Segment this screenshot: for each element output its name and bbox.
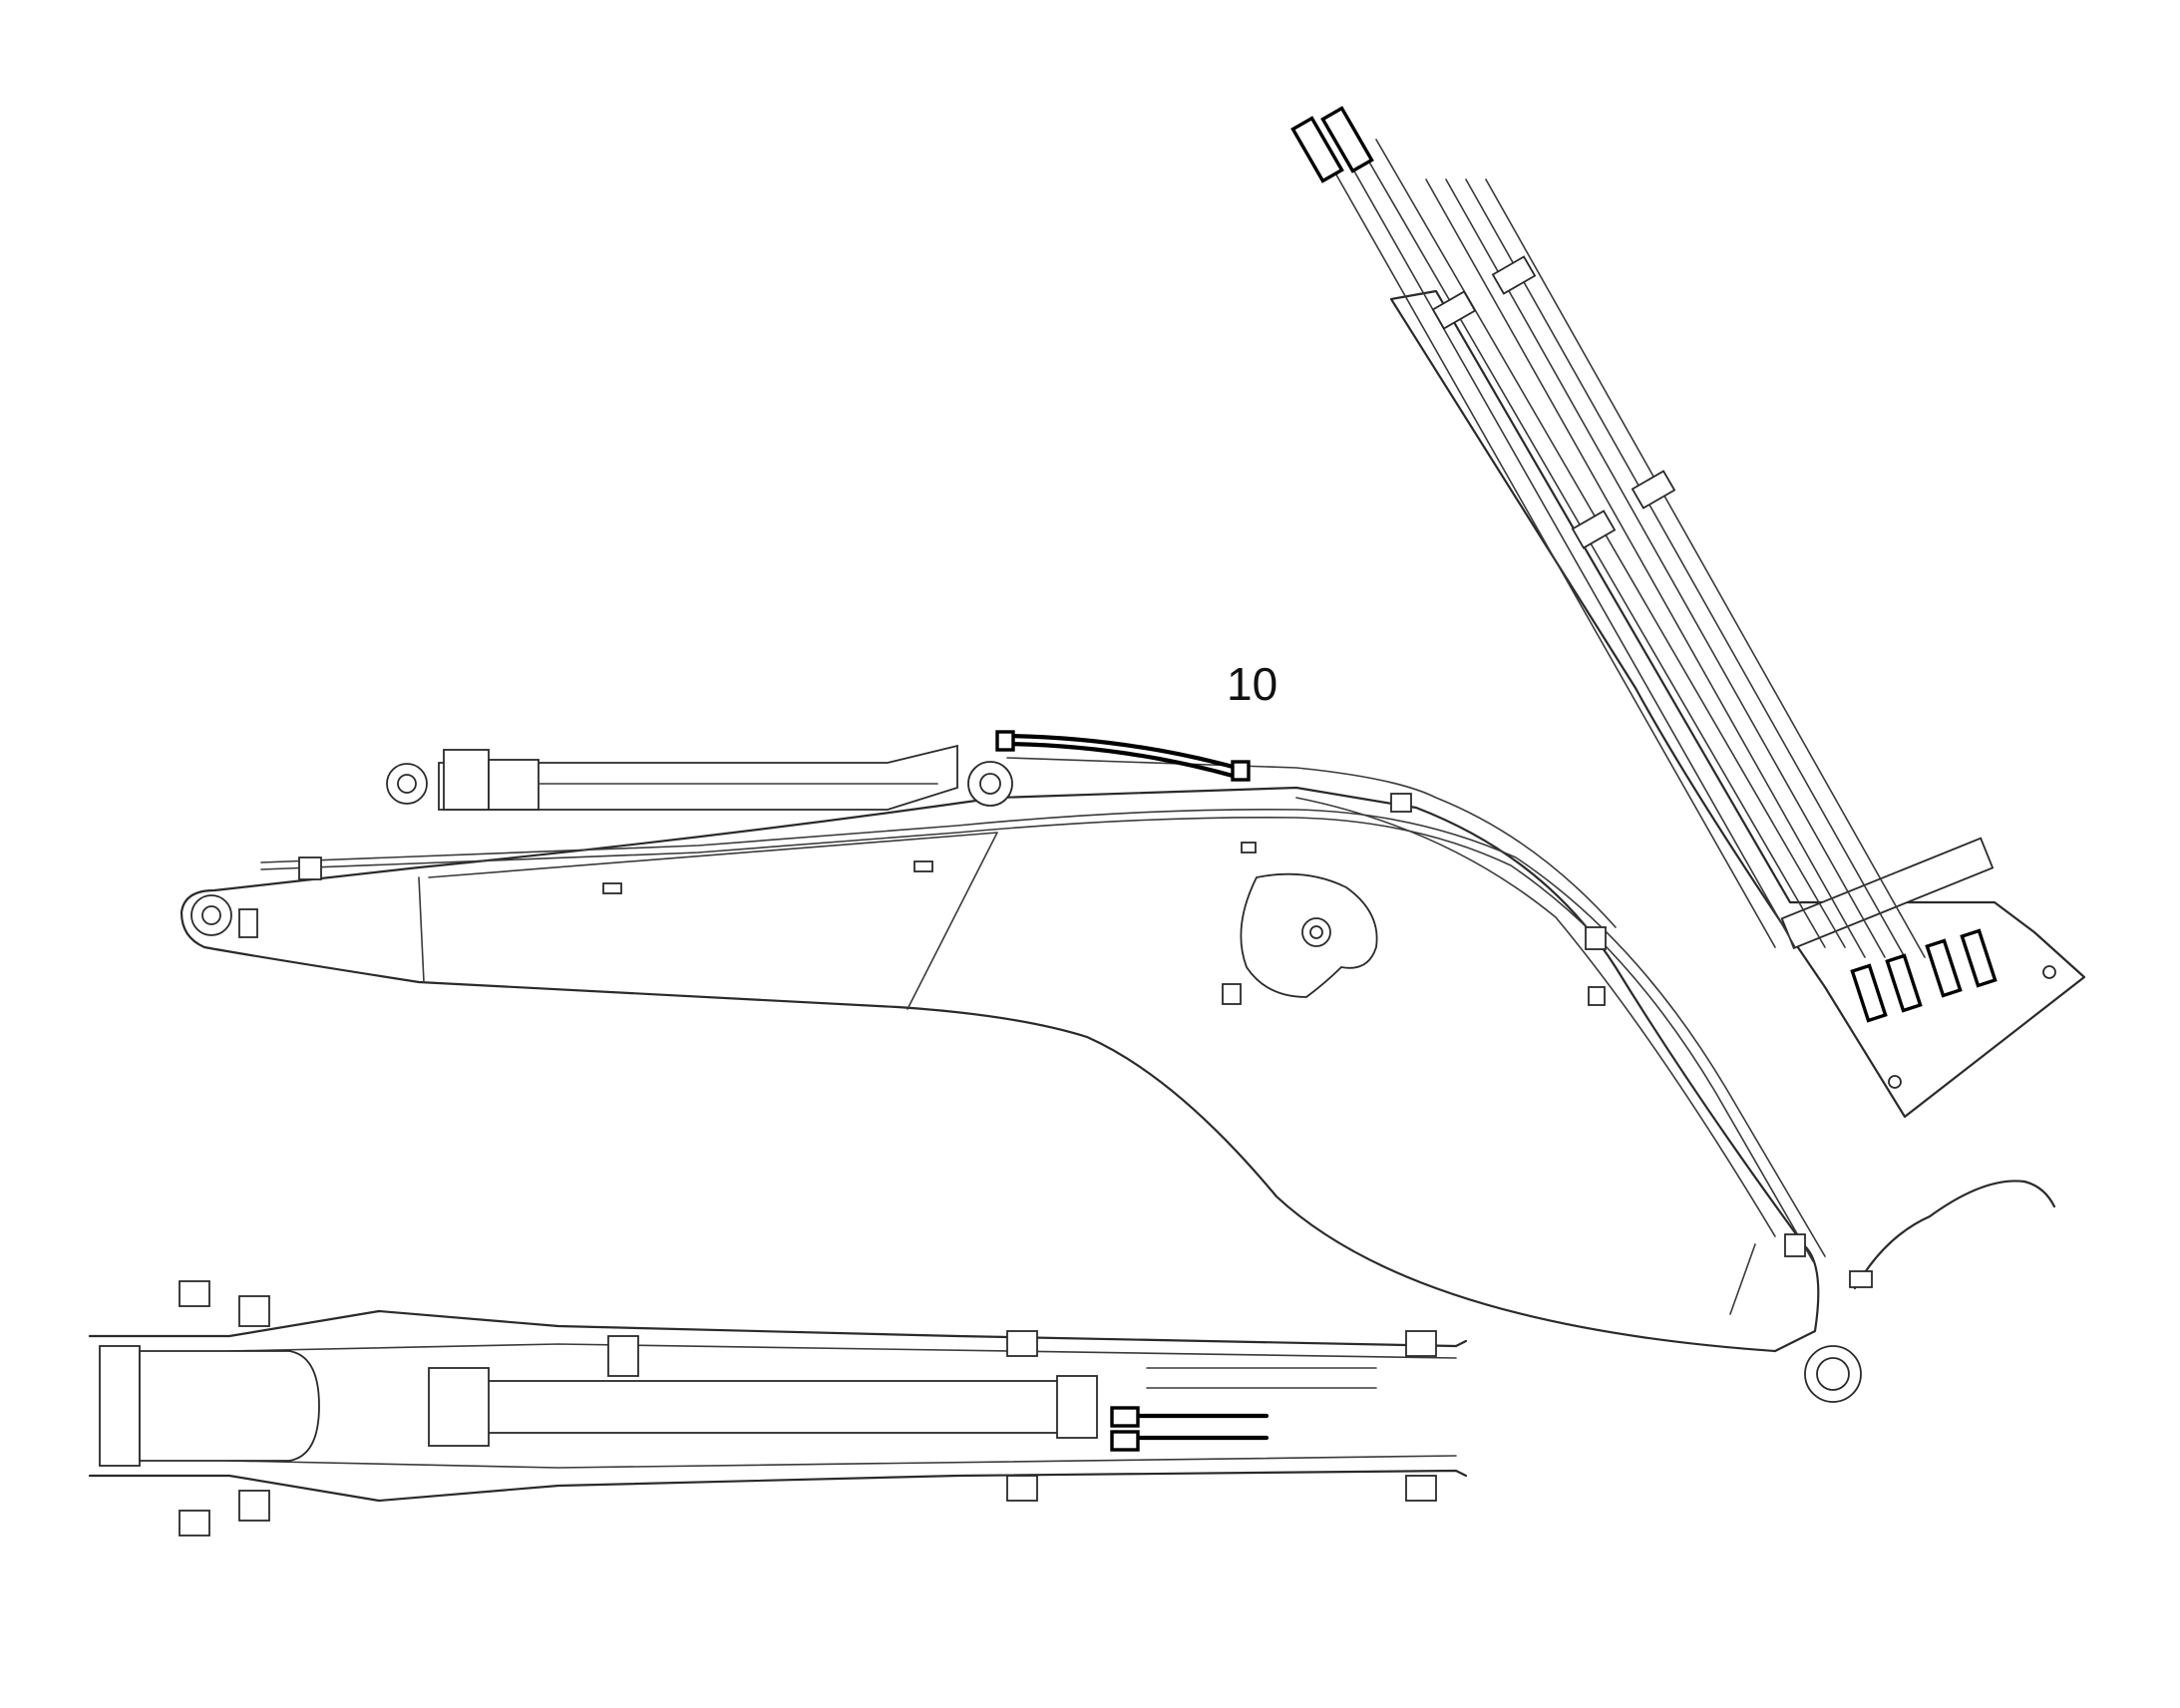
cylinder-barrel [438, 744, 958, 811]
boom-side-view [180, 730, 2056, 1403]
plan-lug [179, 1510, 210, 1537]
tip-fitting [1849, 1270, 1873, 1288]
tip-hose [1853, 1180, 2056, 1290]
plan-clamp [607, 1335, 639, 1377]
plan-cylinder-head [428, 1367, 490, 1447]
hose-clamp [298, 856, 322, 880]
cylinder-head [488, 759, 540, 811]
cylinder-eye-inner [397, 774, 417, 794]
lug [1588, 986, 1606, 1006]
boom-hydraulic-line [260, 816, 1814, 1262]
arm-section-view [1290, 106, 2086, 1119]
hose-clamp [1585, 926, 1607, 950]
plan-clamp [1405, 1475, 1437, 1502]
plan-cylinder-barrel [438, 1380, 1078, 1434]
arm-tube [1485, 178, 1926, 958]
plate-hole [2042, 965, 2056, 979]
boom-tip-pin-inner [1816, 1357, 1850, 1391]
plan-inner-top [228, 1343, 1457, 1359]
callout-10: 10 [1227, 658, 1277, 710]
plan-hose-lines [1146, 1367, 1377, 1389]
arm-tube [1445, 178, 1886, 958]
boom-outline [180, 786, 1820, 1353]
top-fitting [1290, 116, 1344, 183]
plan-outline-bottom [88, 1469, 1468, 1503]
plan-hose-fitting [1110, 1406, 1140, 1428]
arm-tube [1465, 178, 1906, 958]
arm-tube [1315, 139, 1776, 948]
plan-clamp [1006, 1475, 1038, 1502]
plan-hose-item [1124, 1413, 1270, 1441]
tube-clamp [1431, 290, 1477, 330]
plan-clamp [1405, 1330, 1437, 1357]
bottom-fitting [1960, 928, 1998, 988]
plan-foot-block [99, 1345, 141, 1467]
plan-outline-top [88, 1309, 1468, 1348]
arm-plate-outline [1389, 289, 2086, 1119]
cylinder-gland [443, 749, 490, 811]
lug [913, 860, 933, 872]
tube-clamp [1491, 255, 1537, 295]
bottom-fitting [1850, 963, 1888, 1023]
cylinder-rod-pin-inner [979, 773, 1001, 795]
plan-lug [179, 1280, 210, 1307]
hose-item-10 [1004, 733, 1240, 771]
hose-clamp [1784, 1233, 1806, 1257]
plan-clamp [1006, 1330, 1038, 1357]
lug [602, 882, 622, 894]
plan-cylinder-end [1056, 1375, 1098, 1439]
boom-cylinder [386, 744, 1013, 811]
boom-seam-lines [418, 797, 1776, 1315]
plate-hole [1888, 1075, 1902, 1089]
lug [1222, 983, 1242, 1005]
tube-clamp [1571, 510, 1617, 549]
plan-lug [238, 1490, 270, 1522]
hose-clamp [1390, 793, 1412, 813]
bottom-fitting [1925, 938, 1963, 998]
boom-foot-pin-inner [201, 905, 221, 925]
bracket-pin-inner [1309, 925, 1323, 939]
arm-tube [1335, 139, 1796, 948]
boom-hydraulic-line [1006, 757, 1617, 928]
boom-hydraulic-line [260, 809, 1826, 1257]
plan-foot-body [139, 1350, 320, 1462]
lug [1241, 842, 1257, 854]
arm-tube [1425, 178, 1866, 958]
bottom-fitting [1885, 953, 1923, 1013]
arm-tube [1375, 139, 1846, 948]
hose-item-10 [1004, 741, 1236, 779]
top-fitting [1320, 106, 1374, 173]
plan-inner-bottom [228, 1455, 1457, 1469]
plan-lug [238, 1295, 270, 1327]
boom-foot-bracket [238, 908, 258, 938]
hose-fitting [995, 730, 1015, 752]
tube-clamp [1631, 470, 1676, 510]
hose-fitting [1231, 760, 1251, 782]
boom-plan-view [88, 1280, 1468, 1537]
plan-hose-fitting [1110, 1430, 1140, 1452]
